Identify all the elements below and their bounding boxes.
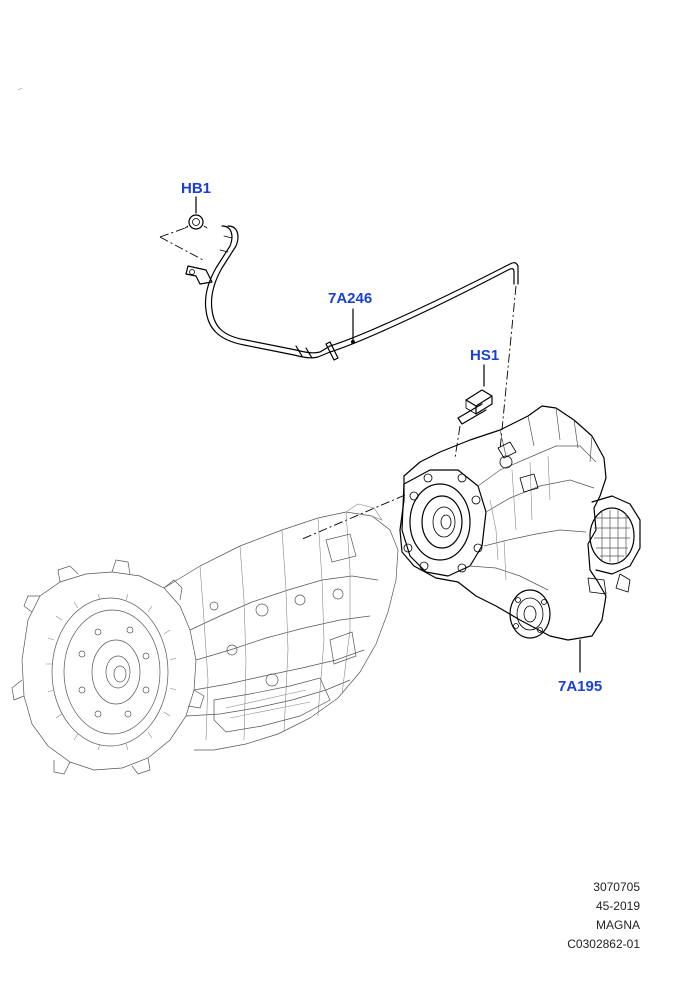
drawing-reference-block: 3070705 45-2019 MAGNA C0302862-01: [567, 878, 640, 954]
guide-line-bracket-1: [159, 236, 206, 262]
callout-hb1[interactable]: HB1: [181, 180, 211, 214]
flexplate-holes: [78, 626, 150, 718]
bolt-hs1: [457, 389, 493, 425]
guide-line-bolt: [454, 425, 461, 459]
callout-7a195-label: 7A195: [558, 678, 602, 695]
footer-line-3: MAGNA: [595, 918, 640, 932]
automatic-transmission: [11, 503, 399, 775]
callout-hs1[interactable]: HS1: [470, 347, 499, 387]
corner-mark: [17, 87, 23, 91]
callout-hs1-label: HS1: [470, 347, 499, 364]
footer-line-4: C0302862-01: [567, 937, 640, 951]
footer-line-2: 45-2019: [595, 899, 640, 913]
callout-7a246-label: 7A246: [328, 290, 372, 307]
footer-line-1: 3070705: [593, 880, 640, 894]
actuator-gear-teeth: [594, 510, 630, 562]
bolt-hb1: [184, 214, 208, 230]
callout-hb1-label: HB1: [181, 180, 211, 197]
vent-tube-7a246: [185, 225, 519, 361]
guide-line-bracket-2: [159, 226, 189, 238]
callout-7a246[interactable]: 7A246: [328, 290, 372, 344]
guide-line-mating: [299, 494, 406, 541]
transfer-case-7a195: [399, 405, 641, 641]
callout-7a195[interactable]: 7A195: [558, 639, 602, 695]
guide-line-tube: [499, 285, 517, 451]
